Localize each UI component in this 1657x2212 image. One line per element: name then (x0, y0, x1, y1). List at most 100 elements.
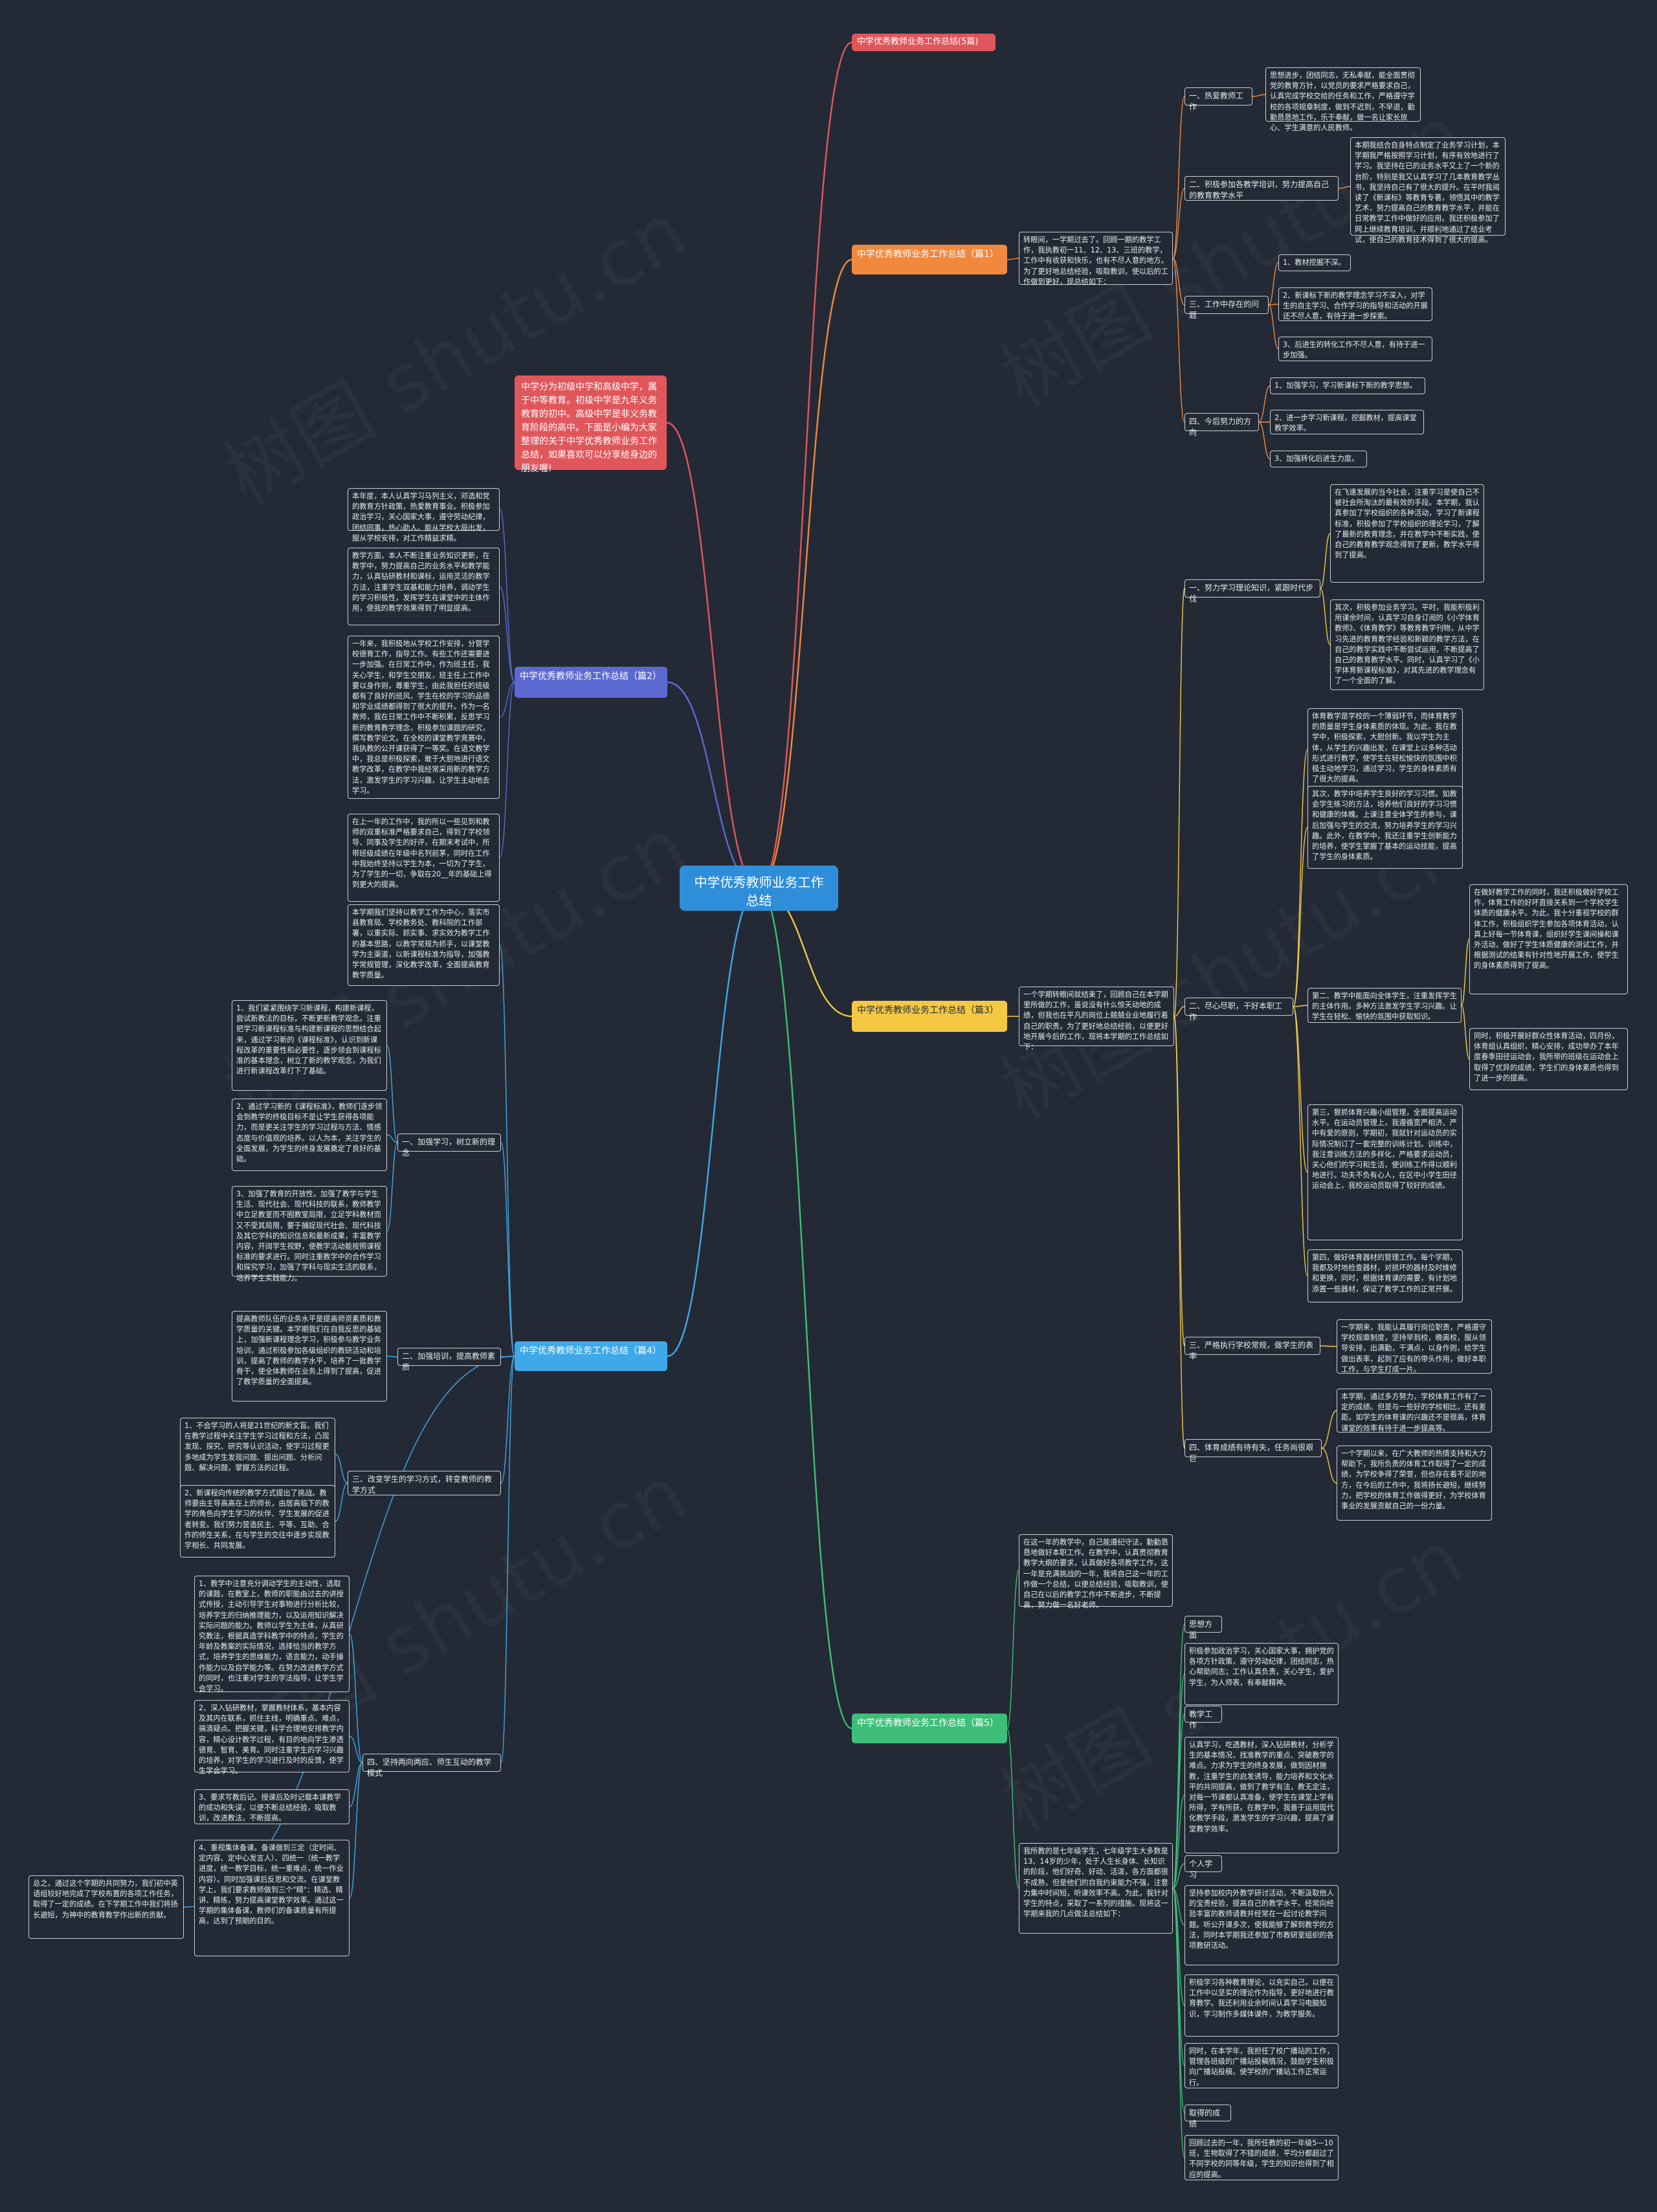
p3-heading-3[interactable]: 三、严格执行学校常规，做学生的表率 (1184, 1337, 1320, 1361)
connector-line (386, 1142, 398, 1232)
p3-text-4a[interactable]: 本学期，通过多方努力，学校体育工作有了一定的成绩。但是与一些好的学校相比，还有差… (1337, 1389, 1492, 1433)
p2-text-3[interactable]: 一年来，我积极地从学校工作安排，分管学校德育工作，指导工作。有些工作还需要进一步… (348, 636, 500, 799)
p3-text-4b[interactable]: 一个学期以来，在广大教师的热情支持和大力帮助下，我所负责的体育工作取得了一定的成… (1337, 1446, 1492, 1521)
branch-part4[interactable]: 中学优秀教师业务工作总结（篇4） (515, 1341, 667, 1371)
p4-text-3a[interactable]: 1、不会学习的人将是21世纪的新文盲。我们在教学过程中关注学生学习过程和方法，凸… (180, 1418, 335, 1490)
p5-heading-1[interactable]: 思想方面 (1184, 1616, 1222, 1640)
connector-line (1293, 749, 1308, 1007)
branch-overview[interactable]: 中学优秀教师业务工作总结(5篇) (852, 34, 995, 51)
p4-text-1b[interactable]: 2、通过学习新的《课程标准》，教师们逐步领会到教学的终极目标不是让学生获得各项能… (232, 1099, 387, 1171)
p1-text-4a[interactable]: 1、加强学习，学习新课标下新的教学思想。 (1270, 377, 1425, 394)
connector-line (1293, 1006, 1308, 1173)
p5-heading-4[interactable]: 取得的成绩 (1184, 2105, 1231, 2128)
branch-part3[interactable]: 中学优秀教师业务工作总结（篇3） (852, 1001, 1007, 1032)
connector-line (1006, 1728, 1019, 1889)
connector-line (1173, 1016, 1185, 1346)
branch-part1[interactable]: 中学优秀教师业务工作总结（篇1） (852, 245, 1007, 274)
p3-text-1a[interactable]: 在飞速发展的当今社会，注重学习是使自己不被社会所淘汰的最有效的手段。本学期，我认… (1330, 484, 1484, 583)
p4-heading-3[interactable]: 三、改变学生的学习方式，转变教师的教学方式 (348, 1471, 501, 1495)
connector-line (499, 682, 515, 858)
p3-text-3[interactable]: 一学期来，我能认真履行岗位职责，严格遵守学校规章制度，坚持早到校，晚离校，服从领… (1337, 1319, 1492, 1374)
p2-text-1[interactable]: 本年度，本人认真学习马列主义，邓选和党的教育方针政策，热爱教育事业。积极参加政治… (348, 488, 500, 542)
p4-text-4a[interactable]: 1、教学中注意充分调动学生的主动性，选取的课题，在教室上，教师的职能由过去的讲授… (194, 1576, 350, 1693)
p2-text-4[interactable]: 在上一年的工作中，我的所以一些见到和教师的双重标准严格要求自己，得到了学校领导、… (348, 814, 500, 902)
connector-line (500, 1356, 515, 1763)
branch-part5[interactable]: 中学优秀教师业务工作总结（篇5） (852, 1714, 1007, 1743)
p1-heading-2[interactable]: 二、积极参加各教学培训，努力提高自己的教育教学水平 (1184, 176, 1339, 201)
p4-heading-4[interactable]: 四、坚持两向两应、师生互动的教学模式 (362, 1754, 501, 1778)
p3-text-2f[interactable]: 第三，狠抓体育兴趣小组管理，全面提高运动水平。在运动员管理上，我遵循宽严相济、严… (1307, 1104, 1463, 1240)
p3-heading-1[interactable]: 一、努力学习理论知识，紧跟时代步伐 (1184, 579, 1320, 603)
intro-note[interactable]: 中学分为初级中学和高级中学，属于中等教育。初级中学是九年义务教育的初中。高级中学… (515, 375, 667, 474)
p3-text-2a[interactable]: 体育教学是学校的一个薄弱环节，而体育教学的质量是学生身体素质的体现。为此，我在教… (1307, 708, 1463, 791)
p5-text-6[interactable]: 回顾过去的一年，我所任教的初一年级5—10班，生物取得了不错的成绩，平均分都超过… (1184, 2135, 1339, 2180)
p4-text-4c[interactable]: 3、要求写教后记。授课后及时记载本课教学的成功和失误，以便不断总结经验，吸取教训… (194, 1789, 350, 1824)
p1-text-3c[interactable]: 3、后进生的转化工作不尽人意，有待于进一步加强。 (1278, 337, 1432, 361)
p1-text-4b[interactable]: 2、进一步学习新课程，挖掘教材，提高课堂教学效率。 (1270, 410, 1424, 434)
connector-line (1006, 258, 1019, 260)
p4-heading-2[interactable]: 二、加强培训，提高教师素质 (397, 1348, 501, 1372)
p1-heading-3[interactable]: 三、工作中存在的问题 (1184, 296, 1269, 320)
root-topic[interactable]: 中学优秀教师业务工作总结 (680, 866, 838, 911)
p3-text-2c[interactable]: 在做好教学工作的同时，我还积极做好学校工作，体育工作的好坏直接关系到一个学校学生… (1469, 884, 1628, 994)
p4-text-1c[interactable]: 3、加强了教育的开放性。加强了教学与学生生活、现代社会、现代科技的联系，教师教学… (232, 1186, 387, 1282)
p4-text-5[interactable]: 总之，通过这个学期的共同努力，我们初中英语组较好地完成了学校布置的各项工作任务，… (28, 1875, 184, 1939)
p4-heading-1[interactable]: 一、加强学习，树立新的理念 (397, 1134, 501, 1157)
p5-text-1[interactable]: 积极参加政治学习，关心国家大事，拥护党的各项方针政策，遵守劳动纪律，团结同志，热… (1184, 1643, 1339, 1705)
p4-text-0[interactable]: 本学期我们坚持以教学工作为中心，落实市县教育局、学校教务处、教科院的工作部署，以… (348, 904, 500, 986)
p3-text-1b[interactable]: 其次，积极参加业务学习。平时，我能积极利用课余时间，认真学习自身订阅的《小学体育… (1330, 599, 1484, 690)
p4-text-3b[interactable]: 2、新课程向传统的教学方式提出了挑战。教师要由主导高高在上的师长，由居高临下的教… (180, 1485, 335, 1558)
connector-line (1268, 304, 1279, 350)
connector-line (499, 586, 515, 683)
p5-summary[interactable]: 在这一年的教学中，自己能遵纪守法，勤勤恳恳地做好本职工作。在教学中，认真贯彻教育… (1019, 1534, 1173, 1609)
connector-line (335, 1453, 348, 1484)
connector-line (1172, 258, 1185, 423)
connector-line (1293, 1005, 1308, 1007)
connector-line (1172, 1888, 1185, 1926)
p1-heading-1[interactable]: 一、热爱教师工作 (1184, 87, 1252, 111)
connector-line (759, 887, 852, 1730)
p5-text-5[interactable]: 同时，在本学年，我担任了校广播站的工作，管理各班级的广播站投稿情况，鼓励学生积极… (1184, 2043, 1339, 2088)
p1-heading-4[interactable]: 四、今后努力的方向 (1184, 413, 1259, 437)
p3-text-2b[interactable]: 其次，教学中培养学生良好的学习习惯。如教会学生练习的方法，培养他们良好的学习习惯… (1307, 786, 1463, 869)
p1-text-1[interactable]: 思想进步，团结同志，无私奉献，能全面贯彻党的教育方针，以党员的要求严格要求自己，… (1265, 67, 1421, 132)
p4-text-4b[interactable]: 2、深入钻研教材，掌握教材体系，基本内容及其内在联系，抓住主线，明确重点、难点，… (194, 1700, 350, 1775)
connector-line (1173, 1016, 1185, 1449)
p3-text-2g[interactable]: 第四，做好体育器材的管理工作。每个学期，我都及时地检查器材，对损坏的器材及时维修… (1307, 1249, 1463, 1302)
connector-line (1172, 1794, 1185, 1889)
p5-intro[interactable]: 我所教的是七年级学生，七年级学生大多数是13、14岁的少年，处于人生长身体、长知… (1019, 1843, 1173, 1934)
p1-text-3b[interactable]: 2、新课标下新的教学理念学习不深入，对学生的自主学习、合作学习的指导和活动的开展… (1278, 287, 1432, 321)
connector-line (1258, 421, 1271, 460)
p4-text-1a[interactable]: 1、我们紧紧围绕学习新课程，构建新课程，尝试新教法的目标，不断更新教学观念。注重… (232, 1000, 387, 1091)
connector-line (759, 41, 852, 889)
connector-line (386, 1134, 398, 1143)
connector-line (1461, 1005, 1470, 1060)
branch-part2[interactable]: 中学优秀教师业务工作总结（篇2） (515, 667, 667, 698)
connector-line (1172, 1888, 1185, 2158)
p4-text-4d[interactable]: 4、重视集体备课。备课做到三定（定时间、定内容、定中心发言人）、四统一（统一教学… (194, 1840, 350, 1956)
p3-summary[interactable]: 一个学期转眼间就结束了，回顾自己在本学期里所做的工作，虽说没有什么惊天动地的成绩… (1019, 987, 1174, 1051)
connector-line (1338, 186, 1351, 189)
connector-line (1321, 1410, 1337, 1449)
p5-text-3[interactable]: 坚持参加校内外教学研讨活动，不断汲取他人的宝贵经验，提高自己的教学水平。经常向经… (1184, 1885, 1339, 1965)
p5-text-4[interactable]: 积极学习各种教育理论，以充实自己，以便在工作中以坚实的理论作为指导，更好地进行教… (1184, 1974, 1339, 2037)
connector-line (666, 421, 759, 889)
p1-summary[interactable]: 转眼间，一学期过去了。回顾一期的教学工作，我执教初一11、12、13、三班的教学… (1019, 232, 1173, 286)
connector-line (1172, 188, 1185, 259)
p5-text-2[interactable]: 认真学习，吃透教材，深入钻研教材，分析学生的基本情况，找准教学的重点、突破教学的… (1184, 1737, 1339, 1853)
p3-text-2d[interactable]: 第二、教学中能面向全体学生，注重发挥学生的主体作用。多种方法激发学生学习兴趣。让… (1307, 988, 1462, 1023)
p1-text-2[interactable]: 本期我结合自身特点制定了业务学习计划，本学期我严格按照学习计划，有序有效地进行了… (1350, 137, 1506, 244)
p3-text-2e[interactable]: 同时，积极开展好群众性体育活动，四月份，体育组认真组织，精心安排，成功举办了本年… (1469, 1028, 1628, 1090)
p3-heading-2[interactable]: 二、尽心尽职，干好本职工作 (1184, 998, 1293, 1022)
p5-heading-3[interactable]: 个人学习 (1184, 1855, 1222, 1879)
connector-line (335, 1482, 348, 1522)
p3-heading-4[interactable]: 四、体育成绩有待有失，任务尚很艰巨 (1184, 1439, 1322, 1463)
p1-text-4c[interactable]: 3、加强转化后进生力度。 (1270, 451, 1367, 467)
p4-text-2[interactable]: 提高教师队伍的业务水平是提高师资素质和教学质量的关键。本学期我们在自我反思的基础… (232, 1311, 387, 1402)
p5-heading-2[interactable]: 教学工作 (1184, 1706, 1222, 1730)
p1-text-3a[interactable]: 1、教材挖掘不深。 (1278, 254, 1351, 271)
p2-text-2[interactable]: 教学方面，本人不断注重业务知识更新，在教学中，努力提高自己的业务水平和教学能力，… (348, 548, 500, 625)
connector-line (667, 681, 759, 889)
connector-line (500, 1142, 515, 1357)
connector-line (499, 944, 515, 1357)
